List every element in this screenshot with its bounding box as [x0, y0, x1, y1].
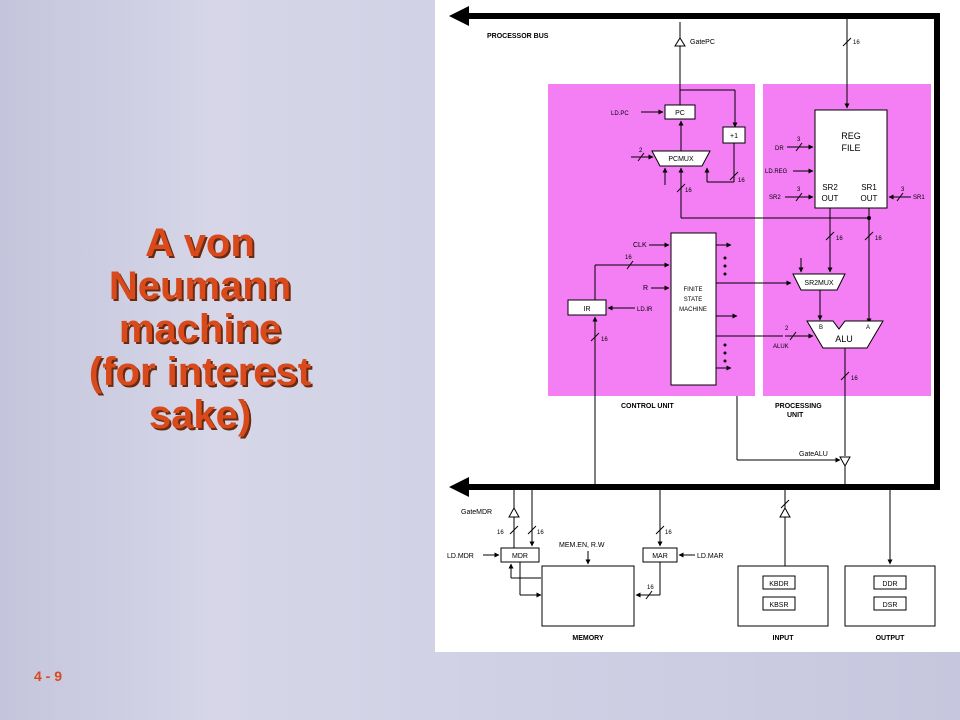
ir-label: IR	[584, 306, 591, 313]
input-device	[737, 565, 829, 627]
ld-mdr-label: LD.MDR	[447, 553, 474, 560]
finite-state-machine	[670, 232, 717, 386]
aluk-width: 2	[785, 326, 789, 332]
bus-width-top: 16	[853, 40, 860, 46]
sr2-out-label-2: OUT	[822, 194, 839, 203]
r-label: R	[643, 285, 648, 292]
alu-b-label: B	[819, 325, 823, 331]
pcmux-in-width: 16	[685, 188, 692, 194]
control-unit-region	[548, 84, 755, 396]
sr2mux-label: SR2MUX	[804, 280, 834, 287]
mar-width: 16	[665, 530, 672, 536]
fsm-control-outputs	[716, 242, 841, 463]
reg-file-label-2: FILE	[841, 143, 860, 153]
ddr-label: DDR	[882, 581, 897, 588]
input-label: INPUT	[773, 635, 795, 642]
sr1out-width: 16	[875, 236, 882, 242]
slide-title: A von Neumann machine (for interest sake…	[30, 222, 370, 437]
ld-reg-label: LD.REG	[765, 169, 788, 175]
alu-label: ALU	[835, 334, 853, 344]
mem-addr-width: 16	[647, 585, 654, 591]
sr1-out-label-1: SR1	[861, 183, 877, 192]
alu	[806, 320, 884, 349]
gate-mdr	[508, 506, 520, 518]
memory	[541, 565, 635, 627]
ddr-register	[873, 575, 907, 590]
mdr-label: MDR	[512, 553, 528, 560]
dr-width: 3	[797, 137, 801, 143]
register-file	[814, 109, 888, 209]
kbdr-register	[762, 575, 796, 590]
alu-out-width: 16	[851, 376, 858, 382]
mem-en-label: MEM.EN, R.W	[559, 542, 605, 549]
ir-width: 16	[625, 255, 632, 261]
mdr-width-1: 16	[497, 530, 504, 536]
processing-unit-label-1: PROCESSING	[775, 403, 822, 410]
mdr-width-2: 16	[537, 530, 544, 536]
fsm-label-1: FINITE	[684, 287, 703, 293]
pcmux-label: PCMUX	[668, 156, 694, 163]
pcmux	[651, 150, 711, 167]
aluk-label: ALUK	[773, 344, 789, 350]
plus-one-label: +1	[730, 133, 738, 140]
ir-out-width: 16	[601, 337, 608, 343]
sr2mux	[792, 273, 846, 291]
fsm-label-2: STATE	[684, 297, 702, 303]
sr2-label: SR2	[769, 195, 781, 201]
kbsr-register	[762, 596, 796, 611]
processor-bus	[449, 6, 940, 497]
ir-register	[567, 299, 607, 316]
sr2-out-label-1: SR2	[822, 183, 838, 192]
title-line-1: A von	[145, 221, 255, 265]
von-neumann-diagram: PROCESSOR BUS GatePC 16 PC LD.PC +1 16 P…	[447, 6, 940, 642]
gate-mdr-label: GateMDR	[461, 509, 492, 516]
reg-file-label-1: REG	[841, 131, 861, 141]
title-line-3: machine	[118, 307, 282, 351]
title-line-2: Neumann	[108, 264, 292, 308]
kbsr-label: KBSR	[769, 602, 788, 609]
title-line-4: (for interest	[88, 350, 312, 394]
sr2-width: 3	[797, 187, 801, 193]
diagram-panel: PROCESSOR BUS GatePC 16 PC LD.PC +1 16 P…	[435, 0, 960, 652]
processor-bus-label: PROCESSOR BUS	[487, 33, 549, 40]
dr-label: DR	[775, 146, 784, 152]
pc-label: PC	[675, 110, 685, 117]
sr1-label: SR1	[913, 195, 925, 201]
control-unit-label: CONTROL UNIT	[621, 403, 674, 410]
gate-pc-label: GatePC	[690, 39, 715, 46]
sr1-width: 3	[901, 187, 905, 193]
clk-label: CLK	[633, 242, 647, 249]
gate-alu-label: GateALU	[799, 451, 828, 458]
sr2out-width: 16	[836, 236, 843, 242]
memory-label: MEMORY	[572, 635, 604, 642]
sr1-out-label-2: OUT	[861, 194, 878, 203]
gate-input	[779, 506, 791, 518]
output-label: OUTPUT	[876, 635, 906, 642]
ld-mar-label: LD.MAR	[697, 553, 723, 560]
output-device	[844, 565, 936, 627]
title-line-5: sake)	[148, 393, 252, 437]
pcmux-out-width: 16	[738, 178, 745, 184]
page-number: 4 - 9	[34, 668, 63, 684]
fsm-ellipsis	[723, 256, 727, 363]
fsm-label-3: MACHINE	[679, 307, 707, 313]
dsr-label: DSR	[883, 602, 898, 609]
dsr-register	[873, 596, 907, 611]
kbdr-label: KBDR	[769, 581, 788, 588]
gate-pc	[674, 22, 686, 47]
gate-alu	[839, 456, 851, 468]
ld-ir-label: LD.IR	[637, 307, 653, 313]
pcmux-sel-width: 2	[639, 148, 643, 154]
processing-unit-label-2: UNIT	[787, 412, 804, 419]
ld-pc-label: LD.PC	[611, 111, 629, 117]
alu-a-label: A	[866, 325, 870, 331]
mar-label: MAR	[652, 553, 668, 560]
